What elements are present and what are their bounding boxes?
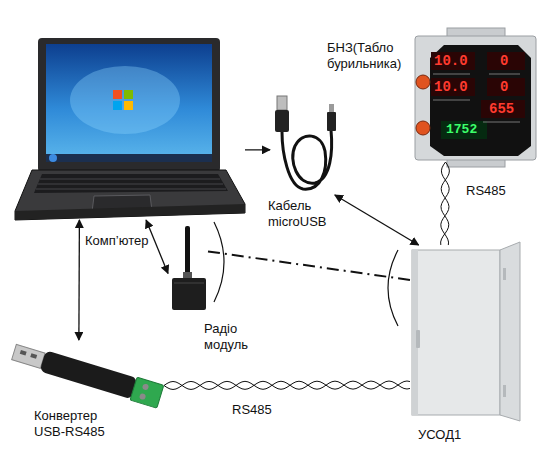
laptop-node: Комп’ютер — [15, 38, 245, 220]
connector — [441, 162, 450, 245]
usb-cable-illustration-part — [327, 112, 336, 131]
converter-illustration-part — [142, 383, 149, 390]
arrow-line — [78, 220, 80, 340]
connector — [245, 149, 270, 150]
driller-display-illustration-part — [433, 100, 470, 101]
laptop-illustration-part — [113, 90, 122, 99]
display-digits: 1752 — [446, 122, 477, 138]
edge-label: RS485 — [466, 183, 506, 199]
driller-display-illustration-part — [487, 78, 525, 96]
display-digits: 10.0 — [434, 79, 468, 95]
node-label: Конвертер USB-RS485 — [34, 408, 129, 440]
cabinet-illustration-part — [500, 242, 520, 421]
wireless-arc — [214, 222, 224, 302]
radio-module-illustration-part — [172, 278, 206, 310]
radio-module-illustration-part — [183, 272, 192, 279]
wireless-arc — [388, 250, 398, 326]
display-node: БНЗ(Табло бурильника) — [415, 36, 537, 162]
cabinet-illustration-part — [412, 250, 500, 415]
laptop-illustration-part — [34, 174, 228, 193]
radio-module-node: Радіо модуль — [168, 225, 208, 313]
driller-display-illustration-part — [431, 78, 475, 96]
laptop-illustration-part — [38, 38, 220, 172]
radio-module-illustration-part — [174, 283, 204, 284]
converter-illustration-part — [30, 353, 37, 359]
laptop-illustration-part — [49, 154, 57, 162]
driller-display-illustration — [415, 28, 536, 167]
converter-illustration-part — [20, 350, 27, 356]
cabinet-illustration-part — [416, 330, 420, 348]
radio-link-line — [208, 251, 410, 280]
arrow-line — [335, 195, 419, 245]
laptop-illustration-part — [124, 90, 133, 99]
radio-module-illustration — [172, 226, 206, 310]
laptop-illustration-part — [46, 44, 212, 162]
display-digits: 655 — [489, 101, 514, 117]
node-label: Комп’ютер — [85, 233, 175, 249]
radio-module-illustration-part — [185, 226, 190, 276]
cabinet-illustration — [412, 242, 520, 421]
converter-illustration — [10, 341, 163, 409]
converter-illustration-part — [12, 344, 45, 368]
display-digits: 10.0 — [434, 53, 468, 69]
usb-cable-illustration — [275, 96, 336, 189]
converter-illustration-part — [130, 377, 164, 408]
laptop-illustration-part — [15, 204, 245, 220]
driller-display-illustration-part — [487, 52, 525, 70]
twisted-pair-wire — [164, 381, 410, 389]
twisted-pair-wire — [441, 162, 450, 245]
laptop-illustration-part — [38, 184, 223, 185]
arrow-line — [245, 149, 270, 150]
node-label: БНЗ(Табло бурильника) — [327, 40, 412, 72]
edge-label: RS485 — [232, 402, 272, 418]
display-digits: 0 — [500, 79, 508, 95]
converter-illustration-part — [39, 350, 137, 399]
node-label: Кабель microUSB — [268, 198, 343, 230]
driller-display-illustration-part — [415, 36, 536, 160]
twisted-pair-wire — [441, 162, 450, 245]
laptop-illustration-part — [46, 154, 212, 162]
laptop-illustration-part — [15, 170, 245, 220]
usb-cable-illustration-part — [275, 110, 289, 132]
connector — [335, 195, 419, 245]
cabinet-node: УСОД1 — [410, 245, 518, 420]
converter-illustration-part — [139, 393, 146, 400]
driller-display-illustration-part — [489, 74, 520, 75]
driller-display-illustration-part — [431, 52, 475, 70]
node-label: УСОД1 — [418, 427, 508, 443]
usb-cable-illustration-part — [277, 96, 287, 110]
laptop-illustration-part — [113, 101, 122, 110]
cabinet-illustration-part — [503, 385, 506, 397]
driller-display-illustration-part — [481, 100, 525, 118]
connector — [146, 220, 168, 273]
twisted-pair-wire — [164, 381, 410, 389]
connector — [208, 251, 410, 280]
connector — [78, 220, 80, 340]
cable-node: Кабель microUSB — [270, 90, 342, 195]
driller-display-illustration-part — [416, 121, 430, 135]
cabinet-illustration-part — [503, 268, 506, 280]
laptop-illustration-part — [36, 189, 226, 190]
usb-cable-illustration-part — [282, 130, 332, 189]
connector-group — [79, 150, 450, 390]
laptop-illustration-part — [124, 101, 133, 110]
node-label: Радіо модуль — [204, 321, 264, 353]
converter-node: Конвертер USB-RS485 — [12, 340, 164, 405]
driller-display-illustration-part — [416, 75, 430, 89]
laptop-illustration — [15, 38, 245, 220]
display-digits: 0 — [500, 53, 508, 69]
driller-display-illustration-part — [483, 122, 520, 123]
driller-display-illustration-part — [433, 74, 470, 75]
driller-display-illustration-part — [441, 121, 487, 139]
connector — [164, 381, 410, 389]
usb-cable-illustration-part — [329, 104, 334, 112]
laptop-illustration-part — [40, 179, 220, 180]
laptop-illustration-part — [70, 66, 180, 134]
driller-display-illustration-part — [430, 45, 531, 156]
arrow-line — [146, 220, 168, 273]
